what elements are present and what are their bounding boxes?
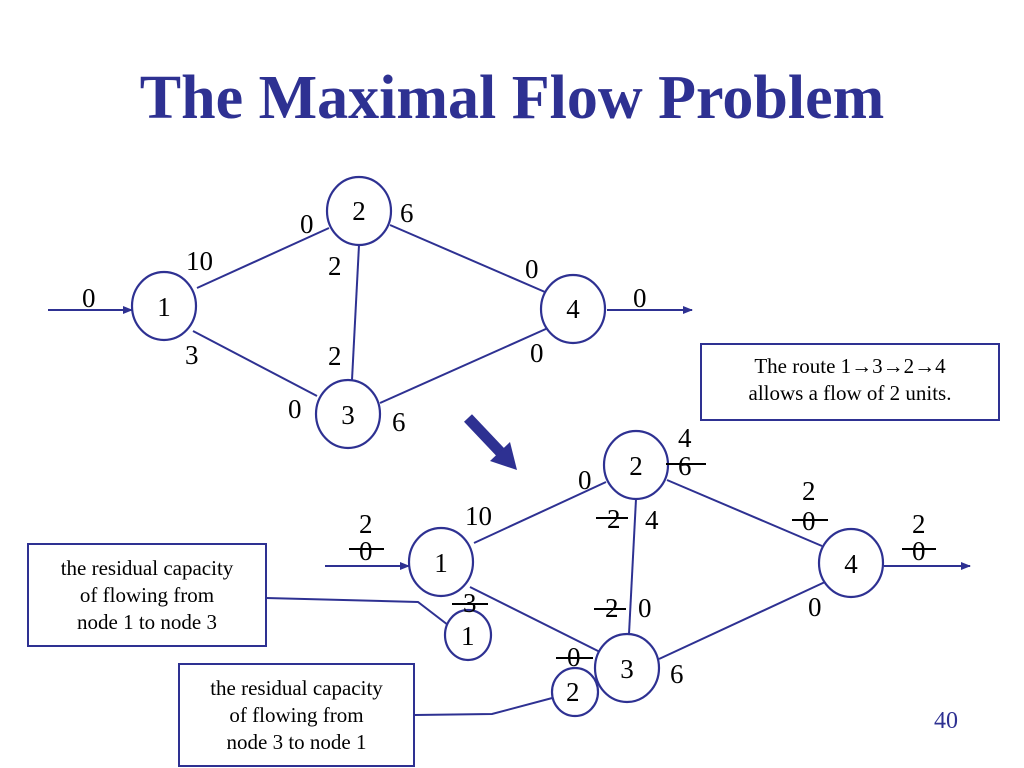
top-e12-cap-at-1: 10	[186, 246, 213, 276]
top-e12-cap-at-2: 0	[300, 209, 314, 239]
bottom-edge-3-4	[658, 581, 826, 660]
route-callout: The route 1→3→2→4 allows a flow of 2 uni…	[700, 343, 1000, 421]
residual-circle-1-3	[443, 608, 493, 662]
bottom-edge-2-4	[666, 479, 823, 547]
bottom-source-flow-old: 0	[359, 536, 373, 566]
residual-callout-13-line-3: node 1 to node 3	[77, 610, 217, 634]
bottom-node-2-label: 2	[629, 451, 643, 481]
bottom-e23-at2-new: 4	[645, 505, 659, 535]
bottom-e13-at1-new: 1	[461, 621, 475, 651]
top-e23-cap-at-3: 2	[328, 341, 342, 371]
bottom-node-3-label: 3	[620, 654, 634, 684]
bottom-edge-2-3	[628, 498, 637, 635]
top-e13-cap-at-1: 3	[185, 340, 199, 370]
bottom-e12-cap-at-2: 0	[578, 465, 592, 495]
page-number: 40	[934, 708, 958, 734]
bottom-e12-cap-at-1: 10	[465, 501, 492, 531]
bottom-sink-flow-new: 2	[912, 509, 926, 539]
bottom-e34-cap-at-3: 6	[670, 659, 684, 689]
bottom-e23-at3-new: 0	[638, 593, 652, 623]
top-e13-cap-at-3: 0	[288, 394, 302, 424]
bottom-node-3	[593, 632, 661, 704]
top-node-4	[539, 273, 607, 345]
callout-31-leader	[414, 696, 557, 716]
bottom-node-1	[407, 526, 475, 598]
bottom-edge-1-3	[469, 586, 601, 653]
residual-callout-31-line-3: node 3 to node 1	[226, 730, 367, 754]
top-e24-cap-at-2: 6	[400, 198, 414, 228]
top-node-3	[314, 378, 382, 450]
top-edge-2-4	[389, 224, 546, 293]
top-node-1	[130, 270, 198, 342]
top-node-2	[325, 175, 393, 247]
slide-title: The Maximal Flow Problem	[139, 64, 885, 132]
top-node-4-label: 4	[566, 294, 580, 324]
route-callout-line-2: allows a flow of 2 units.	[748, 381, 952, 405]
bottom-e13-at3-new: 2	[566, 677, 580, 707]
top-edge-3-4	[379, 327, 549, 404]
bottom-e34-cap-at-4: 0	[808, 592, 822, 622]
route-callout-line-1: The route 1→3→2→4	[754, 354, 946, 378]
bottom-sink-flow-old: 0	[912, 536, 926, 566]
bottom-node-1-label: 1	[434, 548, 448, 578]
top-node-1-label: 1	[157, 292, 171, 322]
residual-callout-31-line-2: of flowing from	[229, 703, 364, 727]
top-e24-cap-at-4: 0	[525, 254, 539, 284]
top-node-3-label: 3	[341, 400, 355, 430]
top-e23-cap-at-2: 2	[328, 251, 342, 281]
transition-arrow	[464, 414, 517, 470]
bottom-node-4-label: 4	[844, 549, 858, 579]
top-node-2-label: 2	[352, 196, 366, 226]
callout-13-leader	[265, 597, 449, 626]
top-network: 1 2 3 4 0 0 10 0 3 0 2 2 6 0 6 0	[48, 175, 693, 450]
top-e34-cap-at-3: 6	[392, 407, 406, 437]
bottom-network: 1 2 3 4 2 0 2 0 10 0 3 1 0 2 2 4 2 0 4 6	[265, 423, 971, 718]
bottom-e24-at2-new: 4	[678, 423, 692, 453]
residual-callout-13-line-1: the residual capacity	[60, 556, 234, 580]
bottom-edge-1-2	[473, 481, 607, 544]
residual-callout-31-line-1: the residual capacity	[210, 676, 383, 700]
top-edge-1-3	[192, 330, 318, 397]
residual-callout-13-line-2: of flowing from	[79, 583, 215, 607]
bottom-source-flow-new: 2	[359, 509, 373, 539]
residual-circle-3-1	[550, 666, 600, 718]
top-edge-2-3	[351, 244, 360, 381]
top-edge-1-2	[196, 227, 330, 289]
top-e34-cap-at-4: 0	[530, 338, 544, 368]
bottom-e24-at2-old: 6	[678, 451, 692, 481]
bottom-e24-at4-new: 2	[802, 476, 816, 506]
residual-callout-3-to-1: the residual capacity of flowing from no…	[178, 663, 415, 767]
residual-callout-1-to-3: the residual capacity of flowing from no…	[27, 543, 267, 647]
top-source-flow-label: 0	[82, 283, 96, 313]
top-sink-flow-label: 0	[633, 283, 647, 313]
bottom-node-4	[817, 527, 885, 599]
